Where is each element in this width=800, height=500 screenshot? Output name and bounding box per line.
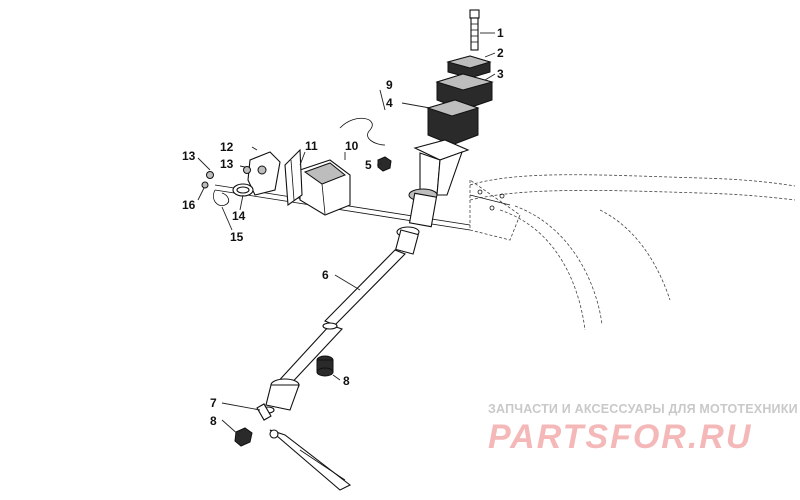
callout-4: 4 [386, 96, 393, 110]
pitman-arm [269, 429, 352, 491]
leader-lines [197, 32, 496, 437]
callout-10: 10 [345, 139, 359, 153]
callout-16: 16 [182, 198, 196, 212]
part-15-lever [213, 189, 230, 207]
part-4-steering-block [426, 99, 480, 146]
callout-3: 3 [497, 67, 504, 81]
part-9-cable [339, 118, 386, 146]
callout-14: 14 [232, 209, 246, 223]
part-13-screws [206, 166, 251, 179]
watermark-tagline: ЗАПЧАСТИ И АКСЕССУАРЫ ДЛЯ МОТОТЕХНИКИ [488, 402, 798, 416]
part-1-bolt [469, 9, 480, 51]
lower-collar [261, 378, 300, 414]
part-14-clip [232, 183, 254, 197]
chassis-frame [469, 174, 796, 331]
part-6-steering-shaft [273, 249, 406, 391]
part-7-bolt [256, 403, 272, 421]
part-16-pin [201, 181, 209, 189]
watermark-logo: PARTSFOR.RU [488, 418, 753, 456]
callout-5: 5 [365, 158, 372, 172]
part-11-bracket [284, 148, 303, 207]
part-10-cover [299, 159, 351, 216]
callout-15: 15 [230, 230, 244, 244]
part-5-nut [377, 156, 392, 172]
callout-1: 1 [497, 26, 504, 40]
part-8-nut [234, 427, 253, 447]
callout-13-right: 13 [220, 157, 234, 171]
part-2-upper-clamp [446, 55, 492, 79]
callouts: 1 2 3 4 5 6 7 8 8 9 10 11 12 13 13 14 15… [182, 26, 504, 428]
part-8-bushing [316, 355, 334, 377]
callout-6: 6 [322, 268, 329, 282]
callout-8-upper: 8 [343, 374, 350, 388]
part-12-switch-housing [247, 151, 281, 196]
callout-9: 9 [386, 78, 393, 92]
callout-2: 2 [497, 46, 504, 60]
steering-post-head [395, 139, 470, 255]
callout-12: 12 [220, 140, 234, 154]
callout-13-left: 13 [182, 149, 196, 163]
callout-8-lower: 8 [210, 414, 217, 428]
callout-11: 11 [305, 139, 318, 153]
callout-7: 7 [210, 396, 217, 410]
